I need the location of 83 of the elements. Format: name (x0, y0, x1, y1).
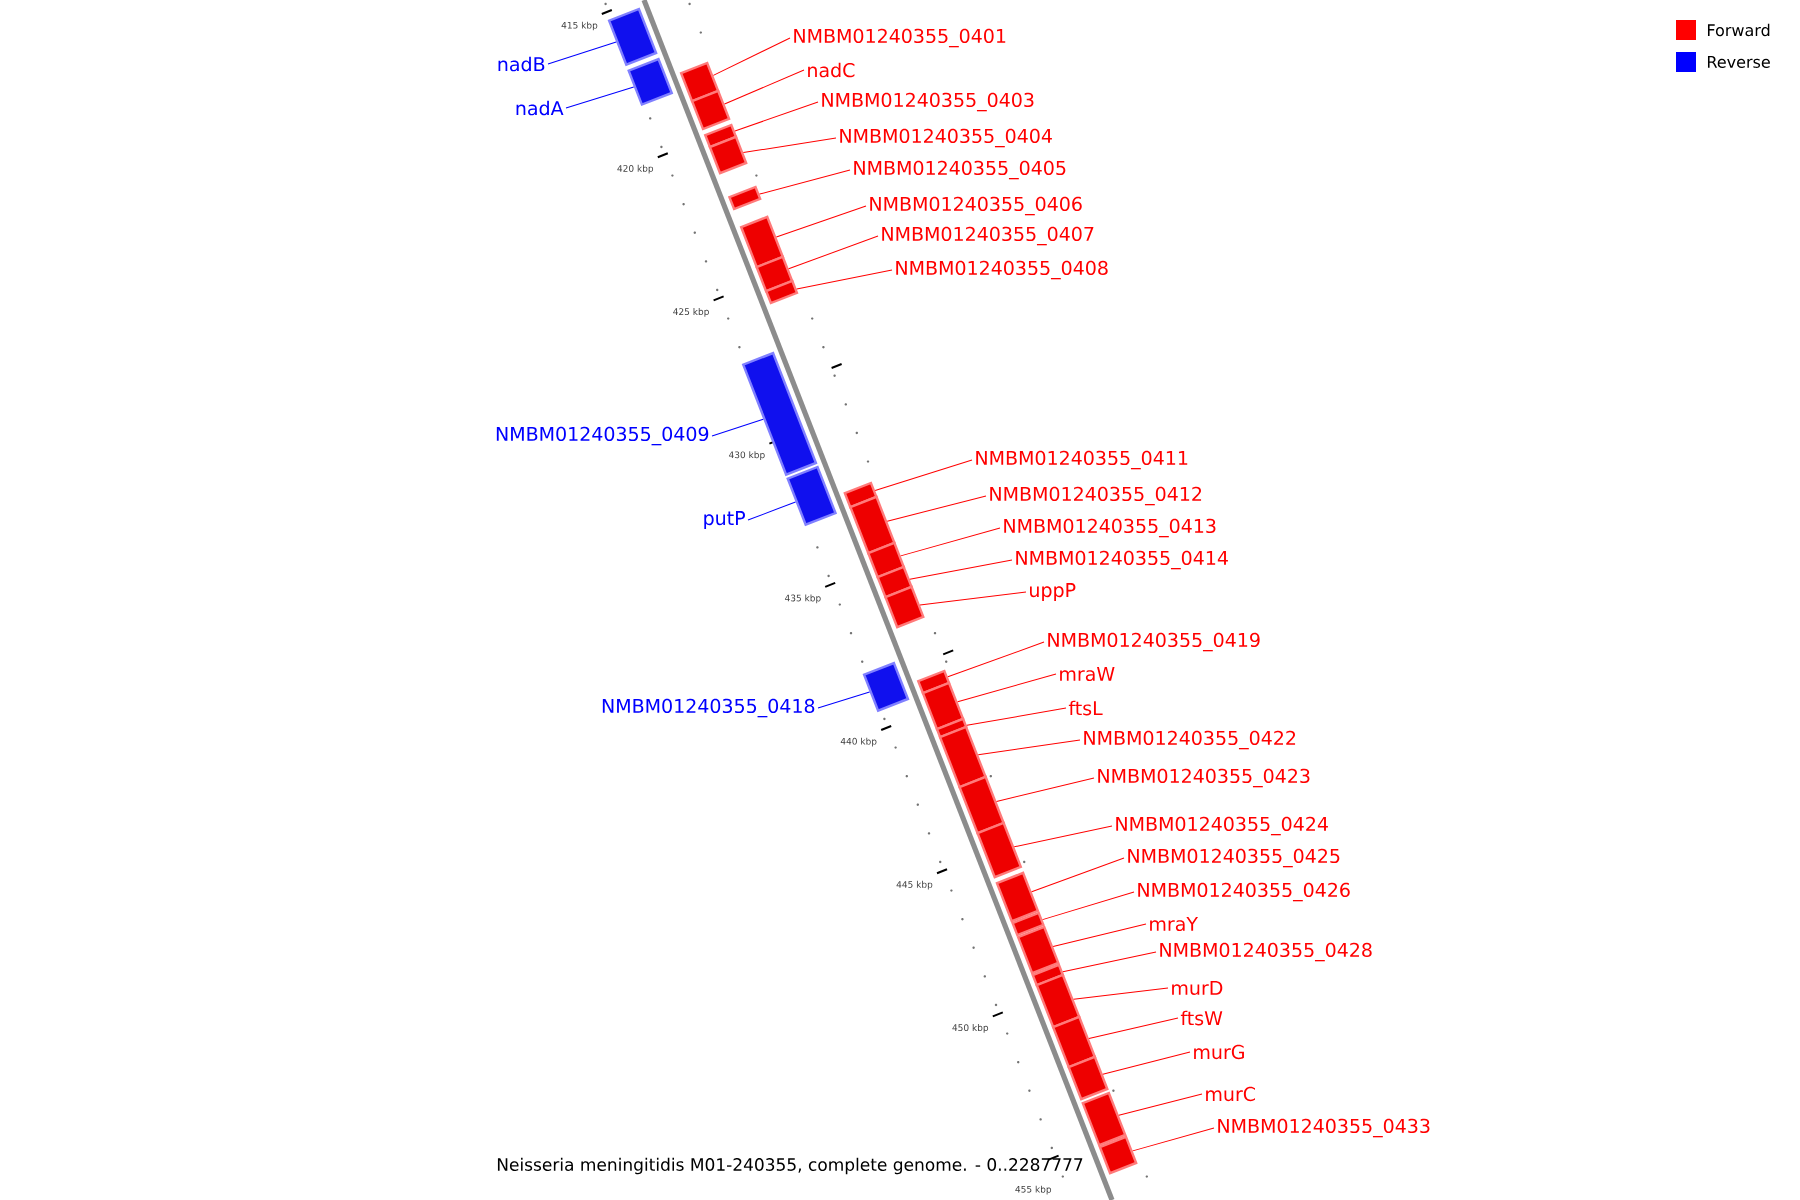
gene-label: NMBM01240355_0423 (1098, 768, 1310, 788)
gene-label: NMBM01240355_0412 (990, 486, 1202, 506)
leader-line (1132, 1127, 1215, 1152)
caption: Neisseria meningitidis M01-240355, complete genome. - 0..2287777 (497, 1157, 1083, 1175)
gene-label: NMBM01240355_0433 (1218, 1118, 1430, 1138)
gene-block (1098, 1135, 1138, 1175)
gene-label: NMBM01240355_0408 (896, 260, 1108, 280)
gene-block (1081, 1091, 1127, 1147)
gene-label: NMBM01240355_0414 (1016, 550, 1228, 570)
gene-label: NMBM01240355_0405 (854, 160, 1066, 180)
leader-line (957, 673, 1057, 703)
leader-line (1073, 987, 1169, 1000)
leader-line (724, 69, 805, 105)
leader-line (817, 691, 871, 709)
gene-label: NMBM01240355_0422 (1084, 730, 1296, 750)
leader-line (747, 501, 797, 521)
gene-block (755, 255, 794, 293)
gene-label: mraY (1150, 916, 1198, 932)
gene-block (883, 585, 925, 629)
gene-label: NMBM01240355_0409 (496, 426, 709, 446)
gene-label: murG (1194, 1044, 1244, 1060)
leader-line (759, 169, 851, 195)
leader-line (734, 101, 819, 132)
gene-label: putP (704, 511, 745, 529)
gene-label: NMBM01240355_0404 (840, 128, 1052, 148)
leader-line (919, 591, 1027, 606)
leader-line (796, 269, 893, 290)
leader-line (742, 137, 837, 154)
gene-label: NMBM01240355_0407 (882, 226, 1094, 246)
gene-block (708, 135, 748, 175)
gene-label: NMBM01240355_0426 (1138, 882, 1350, 902)
leader-line (874, 459, 973, 491)
gene-label: NMBM01240355_0418 (602, 698, 815, 718)
gene-label: nadB (498, 56, 545, 72)
gene-label: mraW (1060, 666, 1115, 682)
gene-label: NMBM01240355_0406 (870, 196, 1082, 216)
leader-line (565, 86, 635, 109)
leader-line (1118, 1093, 1203, 1116)
gene-label: NMBM01240355_0419 (1048, 632, 1260, 652)
gene-block (976, 821, 1023, 879)
leader-line (1042, 891, 1135, 921)
gene-label: NMBM01240355_0413 (1004, 518, 1216, 538)
leader-line (1052, 923, 1147, 947)
gene-label: ftsW (1180, 1010, 1223, 1026)
gene-block (1067, 1055, 1109, 1101)
gene-block (679, 61, 720, 103)
leader-line (711, 418, 764, 437)
leader-line (996, 777, 1095, 802)
gene-label: ftsL (1068, 700, 1103, 716)
legend-label: Reverse (1708, 56, 1770, 68)
gene-label: murD (1172, 980, 1223, 996)
leader-line (1013, 825, 1113, 848)
gene-label: nadC (808, 62, 855, 78)
leader-line (900, 527, 1001, 557)
leader-line (1062, 951, 1157, 973)
gene-label: NMBM01240355_0428 (1160, 942, 1372, 962)
gene-label: nadA (516, 100, 564, 116)
leader-line (909, 559, 1013, 580)
gene-block (690, 89, 731, 131)
leader-line (547, 41, 617, 65)
gene-block (1011, 911, 1045, 937)
gene-block (764, 279, 799, 305)
gene-label: NMBM01240355_0403 (822, 92, 1034, 112)
legend-label: Forward (1708, 23, 1770, 37)
leader-line (1088, 1017, 1179, 1040)
leader-line (788, 235, 879, 270)
gene-label: murC (1206, 1086, 1255, 1102)
gene-label: NMBM01240355_0401 (794, 28, 1006, 48)
leader-line (966, 707, 1067, 726)
gene-block (739, 215, 785, 269)
gene-block (727, 185, 762, 211)
gene-label: NMBM01240355_0411 (976, 450, 1188, 470)
leader-line (775, 205, 867, 238)
gene-label: uppP (1030, 583, 1076, 601)
leader-line (712, 37, 791, 76)
leader-line (1102, 1051, 1191, 1075)
gene-label: NMBM01240355_0424 (1116, 816, 1328, 836)
leader-line (1031, 857, 1125, 893)
leader-line (886, 495, 987, 522)
leader-line (977, 739, 1081, 756)
leader-line (947, 641, 1045, 678)
gene-label: NMBM01240355_0425 (1128, 848, 1340, 868)
gene-block (1051, 1015, 1097, 1069)
